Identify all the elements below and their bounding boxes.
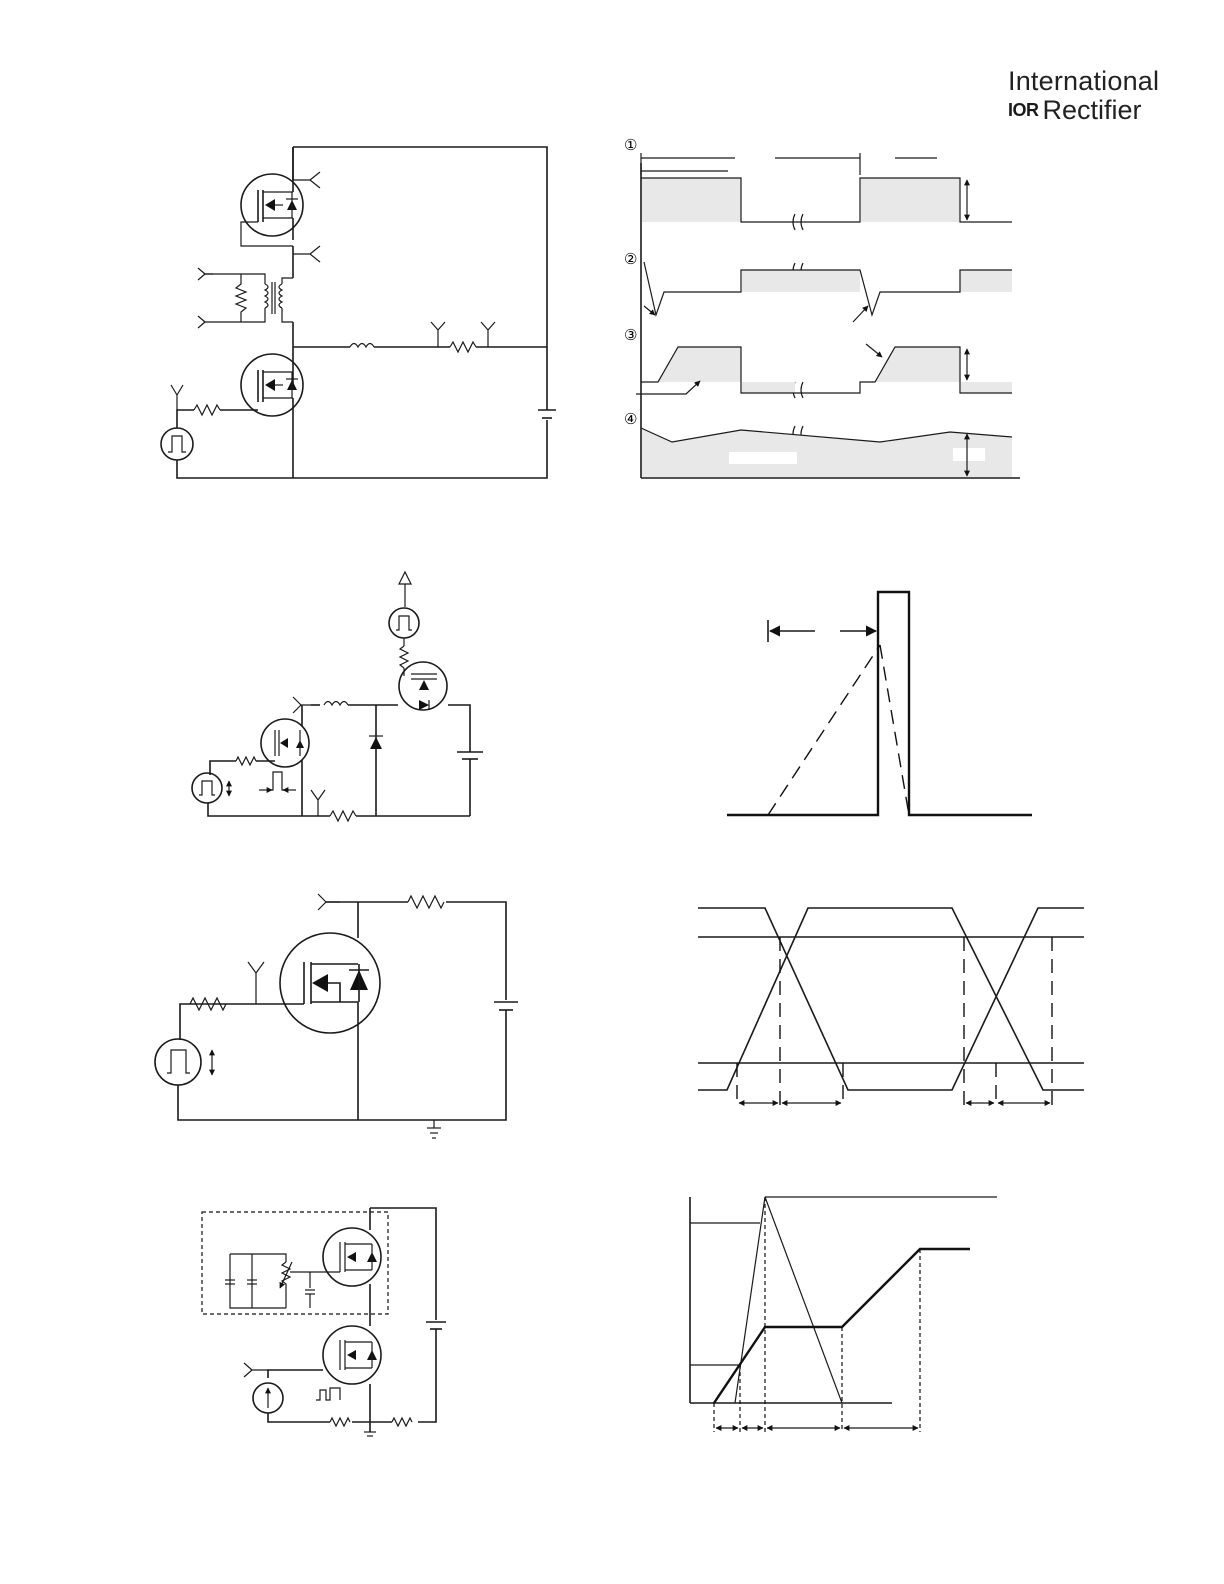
mosfet-symbol-icon [322,1227,382,1287]
pulse-generator-icon [154,1038,202,1086]
switching-time-test-circuit [154,893,518,1139]
mosfet-symbol-icon [240,173,304,237]
waveform-marker-2: ② [624,251,637,268]
company-logo: International IOR Rectifier [1008,66,1160,130]
logo-line1: International [1008,66,1160,96]
pulse-generator-icon [191,772,223,804]
waveform-marker-1: ① [624,137,637,154]
unclamped-inductive-waveform [727,590,1032,817]
diode-recovery-test-circuit [160,146,556,479]
unclamped-inductive-test-circuit [191,570,483,823]
switching-time-waveforms [698,907,1084,1106]
logo-word: Rectifier [1042,95,1142,125]
mosfet-symbol-icon [322,1325,382,1385]
ground-icon [364,1431,376,1437]
mosfet-symbol-icon [260,718,310,768]
mosfet-symbol-icon [398,661,448,711]
mosfet-symbol-icon [240,353,304,417]
waveform-marker-3: ③ [624,327,637,344]
logo-line2: IOR Rectifier [1008,96,1158,124]
pulse-generator-icon [160,427,194,461]
waveform-marker-4: ④ [624,411,637,428]
diode-recovery-waveforms: ① ② ③ ④ [624,137,1020,479]
pulse-generator-icon [388,607,420,639]
logo-mark: IOR [1008,100,1039,120]
gate-charge-test-circuit [201,1207,446,1437]
ground-icon [427,1120,441,1139]
gate-charge-waveform [689,1196,997,1432]
mosfet-symbol-icon [279,932,381,1034]
